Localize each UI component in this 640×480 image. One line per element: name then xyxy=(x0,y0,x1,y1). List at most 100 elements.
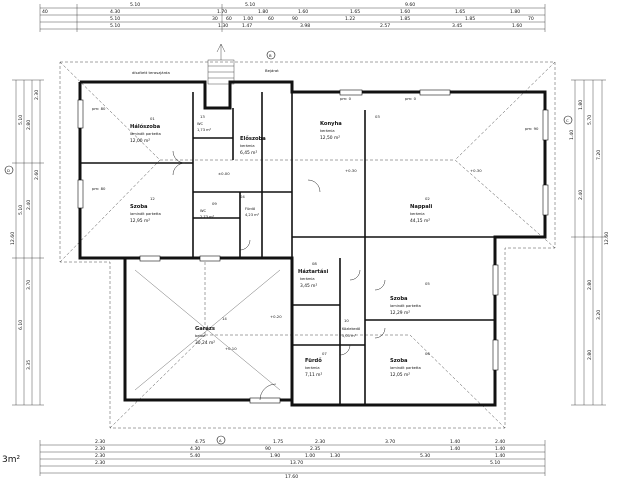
svg-text:13.70: 13.70 xyxy=(290,460,303,466)
svg-text:2.30: 2.30 xyxy=(95,460,105,466)
svg-text:1.30: 1.30 xyxy=(330,453,340,459)
svg-text:2.80: 2.80 xyxy=(587,280,593,290)
dim-top-row2-9: 1.65 xyxy=(350,9,360,15)
svg-text:1.40: 1.40 xyxy=(569,130,575,140)
svg-text:Háztartási: Háztartási xyxy=(298,268,328,275)
svg-text:12.60: 12.60 xyxy=(10,232,16,245)
dim-top-row2-10: 1.60 xyxy=(400,9,410,15)
garage-markers xyxy=(134,269,281,391)
axis-marker-c xyxy=(563,115,573,125)
svg-text:5,05 m²: 5,05 m² xyxy=(342,334,357,338)
dim-top-row3-4: 60 xyxy=(268,16,274,22)
axis-label-a: A xyxy=(219,438,222,443)
left-dimension-lines xyxy=(12,79,44,406)
svg-text:1.40: 1.40 xyxy=(450,439,460,445)
svg-text:12,00 m²: 12,00 m² xyxy=(130,138,150,144)
svg-text:10: 10 xyxy=(344,318,349,323)
svg-text:44,15 m²: 44,15 m² xyxy=(410,218,430,224)
svg-text:12,05 m²: 12,05 m² xyxy=(390,372,410,378)
dim-top-row4-3: 3.98 xyxy=(300,23,310,29)
svg-text:4.30: 4.30 xyxy=(190,446,200,452)
svg-text:2.80: 2.80 xyxy=(26,120,32,130)
svg-text:1.90: 1.90 xyxy=(270,453,280,459)
svg-text:4.75: 4.75 xyxy=(195,439,205,445)
svg-text:6,45 m²: 6,45 m² xyxy=(240,150,257,156)
dim-top-row4-4: 2.57 xyxy=(380,23,390,29)
svg-text:2.30: 2.30 xyxy=(34,90,40,100)
svg-text:08: 08 xyxy=(312,261,317,266)
svg-text:4,23 m²: 4,23 m² xyxy=(245,213,260,217)
svg-text:1.00: 1.00 xyxy=(305,453,315,459)
dim-top-2: 5.10 xyxy=(245,2,255,8)
svg-text:12,95 m²: 12,95 m² xyxy=(130,218,150,224)
dim-top-1: 5.10 xyxy=(130,2,140,8)
dim-top-row3-8: 1.85 xyxy=(400,16,410,22)
room-label-02: 02 Nappali kerámia 44,15 m² xyxy=(410,196,433,224)
svg-text:01: 01 xyxy=(150,116,155,121)
svg-text:1.80: 1.80 xyxy=(578,100,584,110)
dim-top-row3-9: 1.85 xyxy=(465,16,475,22)
dim-top-row3-1: 30 xyxy=(212,16,218,22)
room-label-12: Szoba laminált parketta 12,95 m² 12 xyxy=(130,196,161,224)
svg-text:laminált parketta: laminált parketta xyxy=(130,212,161,216)
right-dimension-lines xyxy=(571,79,606,406)
entry-steps xyxy=(207,43,235,85)
svg-text:2.30: 2.30 xyxy=(95,446,105,452)
svg-text:12: 12 xyxy=(150,196,155,201)
height-label-2: +0.30 xyxy=(345,168,357,173)
svg-text:2.80: 2.80 xyxy=(587,350,593,360)
dim-top-3: 9.60 xyxy=(405,2,415,8)
svg-text:5.70: 5.70 xyxy=(587,115,593,125)
svg-text:07: 07 xyxy=(322,351,327,356)
svg-text:17.60: 17.60 xyxy=(285,474,298,480)
dim-top-row2-5: 1.80 xyxy=(258,9,268,15)
terrace-label: díszített teraszjárda xyxy=(132,70,170,75)
dim-top-row2-7: 1.60 xyxy=(298,9,308,15)
svg-text:7,11 m²: 7,11 m² xyxy=(305,372,322,378)
room-label-05: 05 Szoba laminált parketta 12,29 m² xyxy=(390,281,430,316)
axis-marker-d xyxy=(4,165,14,175)
dim-top-row4-2: 1.47 xyxy=(242,23,252,29)
svg-text:5.40: 5.40 xyxy=(190,453,200,459)
parapet-label-1: pm: 80 xyxy=(92,106,106,111)
roof-outline xyxy=(59,61,556,429)
top-dimension-lines xyxy=(39,4,546,32)
svg-text:WC: WC xyxy=(200,209,207,213)
svg-text:14: 14 xyxy=(222,316,227,321)
area-footnote: 3m² xyxy=(2,455,21,465)
room-label-16: Bejárat xyxy=(265,68,279,73)
svg-text:1.40: 1.40 xyxy=(495,453,505,459)
svg-text:5.10: 5.10 xyxy=(18,115,24,125)
bottom-dimension-lines xyxy=(39,440,546,476)
svg-text:2,73 m²: 2,73 m² xyxy=(200,215,215,219)
dim-top-row2-1: 4.30 xyxy=(110,9,120,15)
svg-text:2.30: 2.30 xyxy=(315,439,325,445)
room-label-04: 04 Fürdő 4,23 m² xyxy=(240,194,260,217)
dim-top-row2-3: 1.70 xyxy=(217,9,227,15)
svg-text:beton: beton xyxy=(195,334,205,338)
svg-text:12,29 m²: 12,29 m² xyxy=(390,310,410,316)
axis-marker-a xyxy=(216,435,226,445)
axis-label-c: C xyxy=(566,118,569,123)
svg-text:5.10: 5.10 xyxy=(18,205,24,215)
height-label-4: +0.20 xyxy=(270,314,282,319)
svg-text:5.10: 5.10 xyxy=(490,460,500,466)
axis-markers xyxy=(4,50,573,445)
svg-text:2.40: 2.40 xyxy=(495,439,505,445)
svg-text:12,50 m²: 12,50 m² xyxy=(320,135,340,141)
axis-label-b: B xyxy=(269,53,272,58)
svg-text:Nappali: Nappali xyxy=(410,204,433,210)
svg-text:6.10: 6.10 xyxy=(18,320,24,330)
svg-text:2.40: 2.40 xyxy=(26,200,32,210)
dim-top-row3-7: 1.22 xyxy=(345,16,355,22)
svg-text:5.30: 5.30 xyxy=(420,453,430,459)
svg-text:2.40: 2.40 xyxy=(578,190,584,200)
svg-text:kerámia: kerámia xyxy=(320,129,335,133)
svg-text:09: 09 xyxy=(212,201,217,206)
dim-top-row4-0: 5.10 xyxy=(110,23,120,29)
right-dimension-texts: 12.60 7.20 3.20 5.70 2.80 2.80 1.80 2.40… xyxy=(569,100,610,360)
svg-text:Szoba: Szoba xyxy=(390,358,408,364)
left-dimension-texts: 12.60 5.10 5.10 6.10 2.80 2.40 3.70 3.35… xyxy=(10,90,40,370)
bottom-dimension-texts: 2.30 4.75 1.75 2.30 3.70 1.40 2.40 2.30 … xyxy=(95,439,505,480)
svg-text:kerámia: kerámia xyxy=(240,144,255,148)
